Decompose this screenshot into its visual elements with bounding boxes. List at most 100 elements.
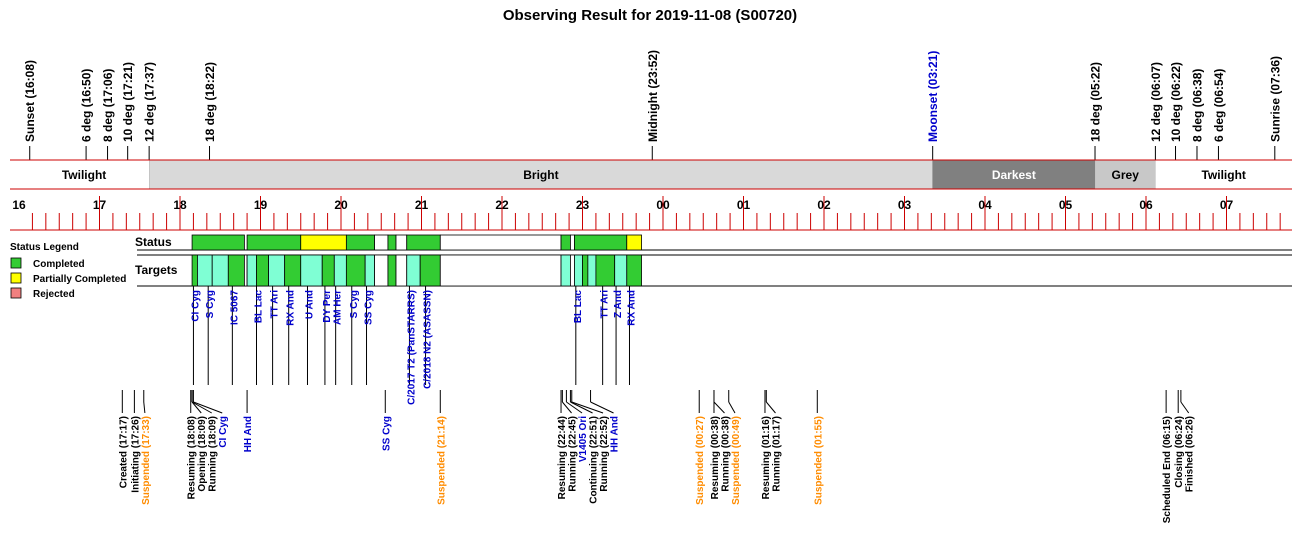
- target-name-label: IC 5067: [229, 290, 240, 325]
- target-block: [268, 254, 286, 287]
- target-block: [333, 254, 347, 287]
- bottom-event-label: Initiating (17:26): [130, 416, 141, 493]
- target-block: [587, 254, 597, 287]
- bottom-event-connector: [566, 401, 583, 414]
- bottom-event-label: Resuming (00:38): [710, 416, 721, 499]
- target-block: [246, 254, 257, 287]
- bottom-event-label: Suspended (17:33): [141, 416, 152, 505]
- target-name-label: CI Cyg: [190, 290, 201, 322]
- bottom-event-connector: [191, 401, 212, 414]
- bottom-event-connector: [728, 401, 736, 414]
- sky-band: [932, 160, 1096, 189]
- legend-item-label: Completed: [33, 259, 85, 270]
- bottom-event-connector: [143, 401, 146, 414]
- bottom-event-label: HH And: [610, 416, 621, 452]
- sky-band-label: Grey: [1112, 168, 1140, 182]
- chart-title: Observing Result for 2019-11-08 (S00720): [503, 7, 797, 24]
- target-block: [574, 254, 583, 287]
- target-block: [197, 254, 213, 287]
- top-event-label: 18 deg (18:22): [203, 62, 217, 142]
- top-event-label: 8 deg (06:38): [1190, 69, 1204, 142]
- top-event-label: 6 deg (06:54): [1212, 69, 1226, 142]
- bottom-event-label: SS Cyg: [381, 416, 392, 451]
- bottom-event-connector: [191, 401, 202, 414]
- bottom-event-connector: [193, 401, 223, 414]
- target-block: [582, 254, 589, 287]
- bottom-event-label: Running (22:52): [599, 416, 610, 492]
- bottom-event-label: Resuming (22:44): [557, 416, 568, 499]
- target-name-label: U And: [304, 290, 315, 319]
- bottom-event-label: Running (01:17): [771, 416, 782, 492]
- top-event-label: 10 deg (17:21): [121, 62, 135, 142]
- target-name-label: RX And: [286, 290, 297, 326]
- target-name-label: Z And: [613, 290, 624, 318]
- sky-band: [149, 160, 933, 189]
- target-row: [137, 254, 1292, 287]
- status-row: [137, 234, 1292, 251]
- target-name-label: AM Her: [333, 290, 344, 325]
- targets-row-label: Targets: [135, 263, 178, 277]
- bottom-event-label: Running (00:38): [720, 416, 731, 492]
- sky-band: [1155, 160, 1292, 189]
- target-name-label: S Cyg: [349, 290, 360, 318]
- sky-band-label: Bright: [523, 168, 558, 182]
- target-block: [227, 254, 245, 287]
- bottom-event-label: HH And: [243, 416, 254, 452]
- top-events: Sunset (16:08)6 deg (16:50)8 deg (17:06)…: [23, 50, 1282, 189]
- target-name-label: TT Ari: [270, 290, 281, 319]
- top-event-label: Sunset (16:08): [23, 60, 37, 142]
- target-block: [211, 254, 229, 287]
- target-name-label: RX And: [626, 290, 637, 326]
- bottom-events: Created (17:17)Initiating (17:26)Suspend…: [118, 390, 1196, 523]
- bottom-event-label: Created (17:17): [118, 416, 129, 488]
- bottom-event-label: Continuing (22:51): [589, 416, 600, 504]
- top-event-label: Moonset (03:21): [926, 51, 940, 142]
- sky-band: [19, 160, 150, 189]
- legend-title: Status Legend: [10, 242, 79, 253]
- sky-band: [1095, 160, 1156, 189]
- status-block: [374, 234, 389, 251]
- legend-swatch: [10, 272, 22, 284]
- bottom-event-connector: [561, 401, 572, 414]
- top-event-label: 18 deg (05:22): [1089, 62, 1103, 142]
- bottom-event-connector: [571, 401, 604, 414]
- status-block: [345, 234, 375, 251]
- target-block: [614, 254, 628, 287]
- target-block: [406, 254, 421, 287]
- target-name-label: DY Per: [322, 290, 333, 323]
- bottom-event-label: Closing (06:24): [1174, 416, 1185, 488]
- target-block: [300, 254, 323, 287]
- status-block: [191, 234, 245, 251]
- top-event-label: 12 deg (17:37): [143, 62, 157, 142]
- target-block: [364, 254, 375, 287]
- target-block: [439, 254, 562, 287]
- bottom-event-label: V1405 Ori: [578, 416, 589, 462]
- top-event-label: Midnight (23:52): [646, 50, 660, 142]
- target-block: [419, 254, 441, 287]
- sky-band-label: Darkest: [992, 168, 1036, 182]
- target-block: [626, 254, 642, 287]
- bottom-event-connector: [713, 401, 725, 414]
- target-block: [374, 254, 389, 287]
- target-block: [191, 254, 198, 287]
- legend-item-label: Partially Completed: [33, 274, 126, 285]
- bottom-event-label: Suspended (01:55): [813, 416, 824, 505]
- bottom-event-label: Running (22:45): [568, 416, 579, 492]
- bottom-event-connector: [765, 401, 776, 414]
- status-block: [406, 234, 441, 251]
- bottom-event-label: Scheduled End (06:15): [1162, 416, 1173, 523]
- target-block: [595, 254, 616, 287]
- bottom-event-label: Resuming (18:08): [187, 416, 198, 499]
- top-event-label: 6 deg (16:50): [80, 69, 94, 142]
- bottom-event-connector: [570, 401, 593, 414]
- target-block: [256, 254, 269, 287]
- bottom-event-label: Finished (06:26): [1185, 416, 1196, 492]
- bottom-event-label: Suspended (00:27): [695, 416, 706, 505]
- bottom-event-label: Suspended (00:49): [731, 416, 742, 505]
- status-block: [560, 234, 571, 251]
- legend-swatch: [10, 287, 22, 299]
